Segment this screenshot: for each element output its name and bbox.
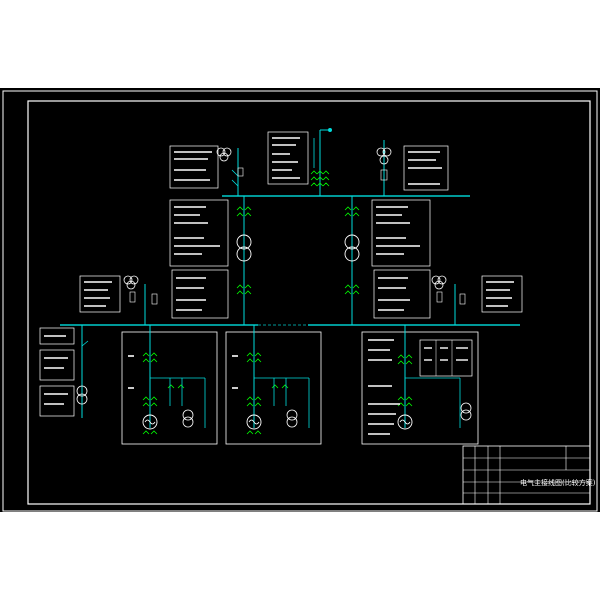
generator-unit-1 [121, 325, 218, 445]
generator-unit-3 [361, 325, 479, 445]
drawing-frame [27, 100, 591, 505]
pt-lv-right [431, 275, 523, 325]
generator-unit-2 [225, 325, 322, 445]
incoming-feeder [313, 128, 332, 196]
incoming-feeder-breakers [310, 170, 330, 187]
pt-hv-right [376, 140, 449, 196]
aux-feeder-left [39, 325, 89, 418]
main-transformer-right [344, 196, 431, 325]
incoming-feeder-panel [267, 131, 309, 185]
pt-lv-left [79, 275, 158, 325]
main-transformer-left [169, 196, 252, 325]
sheet-border [2, 90, 598, 512]
title-block: 电气主接线图(比较方案) [462, 445, 596, 505]
pt-hv-left [169, 145, 244, 196]
single-line-diagram: 电气主接线图(比较方案) [2, 90, 598, 512]
drawing-title: 电气主接线图(比较方案) [520, 478, 596, 487]
drawing-canvas: 电气主接线图(比较方案) [0, 88, 600, 512]
